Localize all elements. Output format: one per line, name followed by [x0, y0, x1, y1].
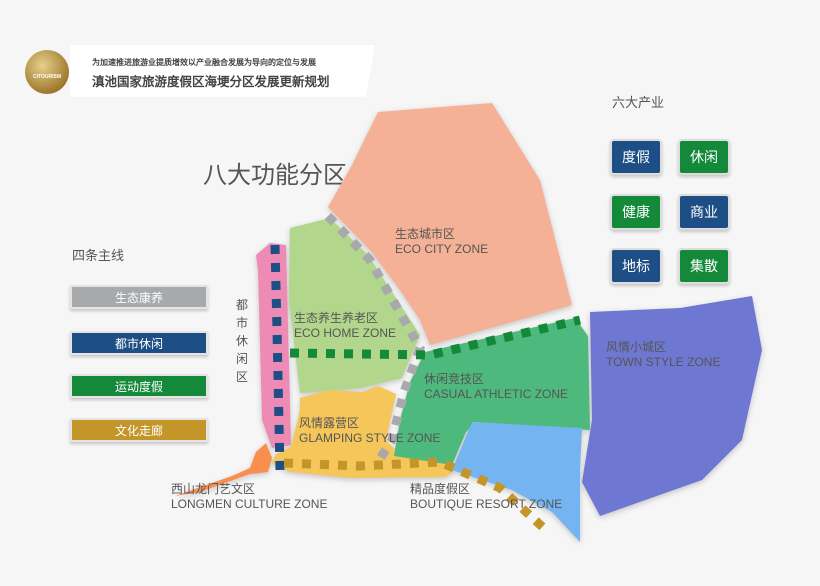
map-title: 八大功能分区 [203, 162, 347, 189]
zone-boutique [452, 422, 582, 542]
industry-landmark[interactable]: 地标 [610, 248, 662, 284]
logo-text: CITOURISM [33, 74, 61, 80]
industry-resort[interactable]: 度假 [610, 139, 662, 175]
zone-longmen [175, 443, 272, 496]
main-line-culture-corridor[interactable]: 文化走廊 [70, 418, 208, 442]
header-banner [70, 45, 375, 97]
main-lines-title: 四条主线 [72, 248, 125, 263]
industry-leisure[interactable]: 休闲 [678, 139, 730, 175]
citourism-logo [25, 50, 69, 94]
zone-eco-city [328, 103, 572, 345]
main-line-eco-wellness[interactable]: 生态康养 [70, 285, 208, 309]
line-eco-wellness [324, 212, 425, 465]
header-title: 滇池国家旅游度假区海埂分区发展更新规划 [92, 75, 330, 89]
industry-distribution[interactable]: 集散 [678, 248, 730, 284]
main-line-urban-leisure[interactable]: 都市休闲 [70, 331, 208, 355]
zone-label-urban-leisure: 都市休闲区 [236, 298, 249, 384]
zone-town-style [582, 296, 762, 516]
zone-urban-leisure [256, 243, 291, 448]
line-sport-resort [289, 315, 582, 360]
industry-health[interactable]: 健康 [610, 194, 662, 230]
industries-title: 六大产业 [612, 95, 665, 110]
zone-glamping [272, 386, 456, 478]
header-subtitle: 为加速推进旅游业提质增效以产业融合发展为导向的定位与发展 [92, 58, 316, 67]
industry-commerce[interactable]: 商业 [678, 194, 730, 230]
main-line-sport-resort[interactable]: 运动度假 [70, 374, 208, 398]
zone-eco-home [289, 218, 420, 393]
